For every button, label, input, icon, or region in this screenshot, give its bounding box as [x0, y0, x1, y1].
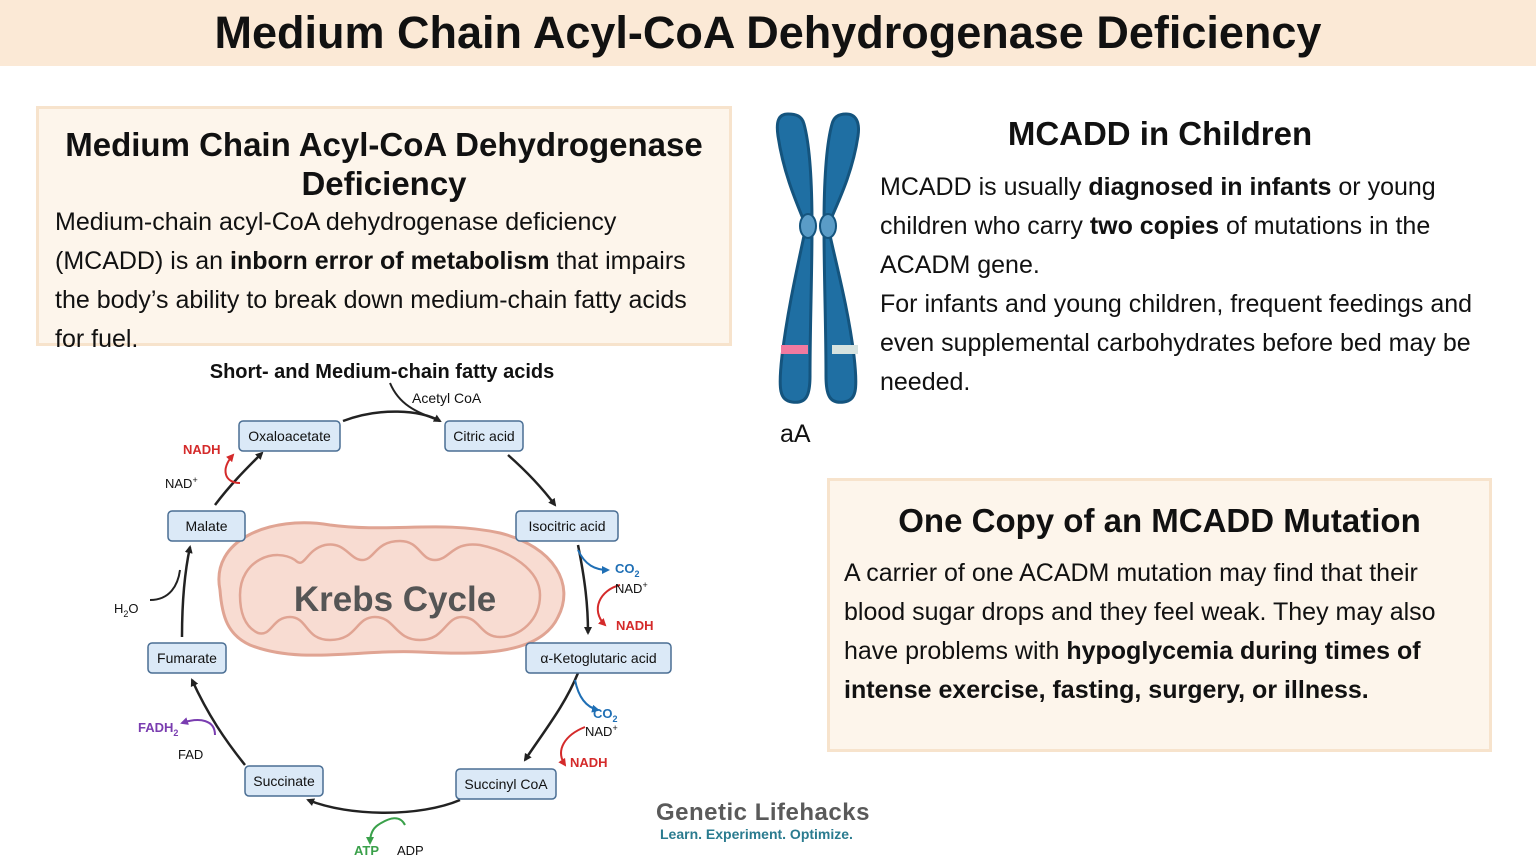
definition-text: Medium-chain acyl-CoA dehydrogenase defi…	[39, 203, 729, 359]
label-adp: ADP	[397, 843, 424, 858]
definition-box: Medium Chain Acyl-CoA Dehydrogenase Defi…	[36, 106, 732, 353]
cycle-nodes: Oxaloacetate Citric acid Isocitric acid …	[147, 420, 672, 800]
carrier-text-part: A carrier of one ACADM mutation may find…	[844, 559, 1436, 665]
children-paragraph-2: For infants and young children, frequent…	[880, 290, 1473, 396]
logo-tagline: Learn. Experiment. Optimize.	[660, 826, 853, 842]
chromatid-right	[822, 112, 860, 404]
label-co2-aketo: CO2	[593, 706, 618, 724]
label-h2o: H2O	[114, 601, 139, 619]
chromosome-illustration	[775, 112, 860, 404]
children-bold-term: diagnosed in infants	[1088, 173, 1332, 201]
mutant-band	[781, 345, 808, 354]
svg-text:Citric acid: Citric acid	[453, 428, 514, 444]
brand-logo: Genetic Lifehacks Learn. Experiment. Opt…	[656, 799, 886, 843]
children-text-part: of mutations in the ACADM gene.	[880, 212, 1431, 279]
svg-text:Succinyl CoA: Succinyl CoA	[464, 776, 548, 792]
normal-band	[832, 345, 858, 354]
children-bold-term: two copies	[1089, 212, 1219, 240]
children-text-part: or young children who carry	[880, 173, 1436, 240]
children-paragraph-1: MCADD is usually diagnosed in infants or…	[880, 168, 1510, 285]
krebs-center-label: Krebs Cycle	[294, 580, 496, 619]
node-oxaloacetate: Oxaloacetate	[238, 420, 341, 452]
chromatid-left	[775, 112, 814, 404]
label-nad-aketo: NAD+	[585, 723, 618, 739]
logo-name: Genetic Lifehacks	[656, 799, 870, 826]
mitochondrion-illustration	[217, 521, 566, 657]
cycle-arrows	[180, 382, 592, 814]
definition-text-part: that impairs the body’s ability to break…	[55, 247, 687, 353]
svg-text:Isocitric acid: Isocitric acid	[528, 518, 605, 534]
label-nadh-aketo: NADH	[570, 755, 608, 770]
carrier-text: A carrier of one ACADM mutation may find…	[830, 554, 1489, 710]
krebs-title: Short- and Medium-chain fatty acids	[210, 361, 554, 383]
centromere-left	[799, 213, 817, 239]
node-fumarate: Fumarate	[147, 642, 227, 674]
svg-text:Fumarate: Fumarate	[157, 650, 217, 666]
definition-bold-term: inborn error of metabolism	[230, 247, 550, 275]
svg-text:α-Ketoglutaric acid: α-Ketoglutaric acid	[540, 650, 656, 666]
children-text: MCADD is usually diagnosed in infants or…	[880, 168, 1510, 402]
krebs-cycle-diagram: Short- and Medium-chain fatty acids Kreb…	[114, 361, 672, 858]
centromere-right	[819, 213, 837, 239]
children-section: MCADD in Children MCADD is usually diagn…	[880, 112, 1510, 402]
label-nadh-malate: NADH	[183, 442, 221, 457]
definition-heading: Medium Chain Acyl-CoA Dehydrogenase Defi…	[65, 126, 703, 202]
label-fad: FAD	[178, 747, 203, 762]
definition-text-part: Medium-chain acyl-CoA dehydrogenase defi…	[55, 208, 617, 275]
svg-text:Malate: Malate	[185, 518, 227, 534]
node-citric-acid: Citric acid	[444, 420, 524, 452]
node-isocitric-acid: Isocitric acid	[515, 510, 619, 542]
genotype-label: aA	[780, 420, 811, 448]
children-heading: MCADD in Children	[1007, 115, 1313, 152]
cofactor-labels: Acetyl CoA NADH NAD+ CO2 NAD+ NADH CO2 N…	[114, 390, 654, 858]
carrier-bold-term: hypoglycemia during times of intense exe…	[844, 637, 1421, 704]
node-malate: Malate	[167, 510, 246, 542]
node-alpha-ketoglutaric-acid: α-Ketoglutaric acid	[525, 642, 672, 674]
carrier-heading: One Copy of an MCADD Mutation	[898, 502, 1421, 539]
title-banner: Medium Chain Acyl-CoA Dehydrogenase Defi…	[0, 0, 1536, 66]
label-atp: ATP	[354, 843, 379, 858]
page-title: Medium Chain Acyl-CoA Dehydrogenase Defi…	[214, 7, 1322, 58]
svg-text:Succinate: Succinate	[253, 773, 315, 789]
side-reaction-arrows	[149, 453, 621, 845]
carrier-box: One Copy of an MCADD Mutation A carrier …	[827, 478, 1492, 752]
label-nadh-isocitric: NADH	[616, 618, 654, 633]
node-succinate: Succinate	[244, 765, 324, 797]
svg-text:Oxaloacetate: Oxaloacetate	[248, 428, 331, 444]
label-nad-malate: NAD+	[165, 475, 198, 491]
children-text-part: MCADD is usually	[880, 173, 1089, 201]
node-succinyl-coa: Succinyl CoA	[455, 768, 557, 800]
label-co2-isocitric: CO2	[615, 561, 640, 579]
label-fadh2: FADH2	[138, 720, 178, 738]
label-acetyl-coa: Acetyl CoA	[412, 390, 482, 406]
label-nad-isocitric: NAD+	[615, 580, 648, 596]
